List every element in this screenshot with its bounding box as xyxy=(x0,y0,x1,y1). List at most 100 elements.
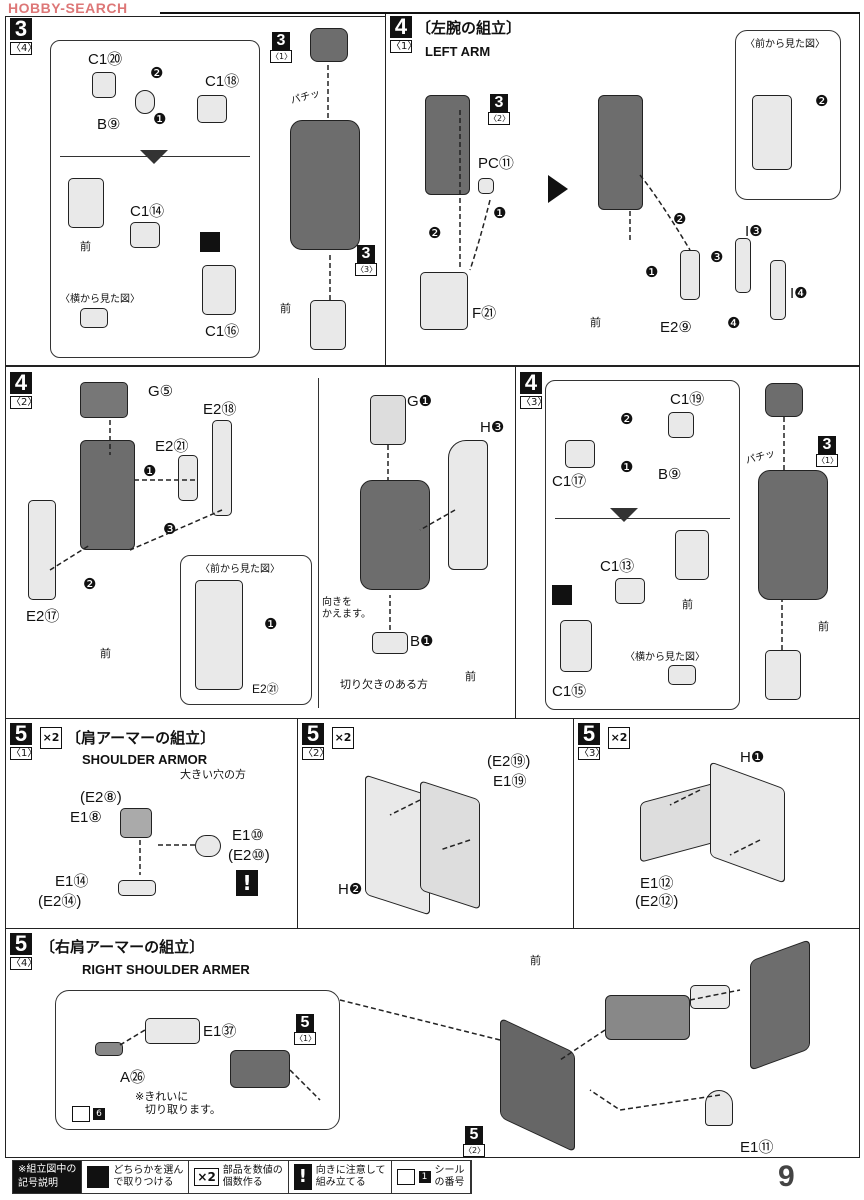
part-label: C1⑮ xyxy=(552,683,587,700)
part-label: B⑨ xyxy=(97,116,121,133)
legend-text: 部品を数値の xyxy=(222,1165,283,1176)
part-label: B⑨ xyxy=(658,466,682,483)
part-label: (E2⑲) xyxy=(487,753,531,770)
section-title-en: SHOULDER ARMOR xyxy=(82,752,208,767)
ref-step: 5 xyxy=(465,1126,483,1144)
part-e2-21 xyxy=(178,455,198,501)
x2-icon: ×2 xyxy=(194,1168,219,1186)
part-label: C1⑳ xyxy=(88,51,123,68)
sticker-number: 6 xyxy=(93,1108,105,1120)
step-number: 5 xyxy=(10,723,32,745)
part-c1-16 xyxy=(202,265,236,315)
part-label: C1⑭ xyxy=(130,203,165,220)
part-i4 xyxy=(770,260,786,320)
view-caption: 〈前から見た図〉 xyxy=(745,39,825,50)
part-label: F㉑ xyxy=(472,305,497,322)
ref-step: 5 xyxy=(296,1014,314,1032)
legend-text: どちらかを選ん xyxy=(113,1165,184,1176)
step-sub: 〈2〉 xyxy=(302,747,330,760)
choose-one-icon xyxy=(200,232,220,252)
part-label: (E2⑫) xyxy=(635,893,679,910)
part-e2-9 xyxy=(680,250,700,300)
sticker-number: 1 xyxy=(418,1171,431,1183)
part-label: C1⑯ xyxy=(205,323,240,340)
section-title: 〔右肩アーマーの組立〕 xyxy=(40,938,205,956)
step-number: 4 xyxy=(520,372,542,394)
part-c1-14 xyxy=(130,222,160,248)
front-label: 前 xyxy=(818,620,829,633)
part-head xyxy=(765,383,803,417)
part-arm xyxy=(360,480,430,590)
front-label: 前 xyxy=(530,954,541,967)
part-side-view xyxy=(668,665,696,685)
symbol-legend: ※組立図中の 記号説明 どちらかを選んで取りつける ×2 部品を数値の個数作る … xyxy=(12,1160,472,1194)
step-marker: ❷ xyxy=(428,225,442,242)
part-e1-14 xyxy=(118,880,156,896)
part-label: C1⑬ xyxy=(600,558,635,575)
legend-item-choose: どちらかを選んで取りつける xyxy=(82,1161,190,1193)
legend-text: の番号 xyxy=(434,1177,465,1188)
note-large-hole: 大きい穴の方 xyxy=(180,768,246,781)
caution-icon: ! xyxy=(236,870,258,896)
step-marker: ❶ xyxy=(264,616,278,633)
step-marker: ❷ xyxy=(150,65,164,82)
arrow-right-icon xyxy=(548,175,568,203)
part-side-view xyxy=(80,308,108,328)
part-label: E1⑧ xyxy=(70,808,102,826)
part-e2-18 xyxy=(212,420,232,516)
step-sub: 〈3〉 xyxy=(520,396,548,409)
ref-sub: 〈3〉 xyxy=(355,263,378,276)
legend-heading-line: 記号説明 xyxy=(18,1178,58,1189)
part-f21 xyxy=(420,272,468,330)
part-label: E2⑰ xyxy=(26,608,60,625)
legend-item-sticker: 1 シールの番号 xyxy=(392,1161,471,1193)
front-label: 前 xyxy=(80,240,91,253)
arrow-down-icon xyxy=(140,150,168,164)
step-number: 5 xyxy=(302,723,324,745)
part-g1 xyxy=(370,395,406,445)
part-forearm xyxy=(425,95,470,195)
view-caption: 〈横から見た図〉 xyxy=(60,294,140,305)
step-sub: 〈4〉 xyxy=(10,957,38,970)
part-c1-13 xyxy=(615,578,645,604)
legend-text: 向きに注意して xyxy=(315,1165,386,1176)
section-title-en: LEFT ARM xyxy=(425,44,491,59)
step-marker: ❶ xyxy=(493,205,507,222)
part-c1-18 xyxy=(197,95,227,123)
part-shoulder xyxy=(605,995,690,1040)
step-marker: ❹ xyxy=(727,315,741,332)
part-front-view xyxy=(195,580,243,690)
step-sub: 〈4〉 xyxy=(10,42,38,55)
ref-sub: 〈1〉 xyxy=(294,1032,317,1045)
part-label: I❸ xyxy=(745,223,763,240)
step-sub: 〈2〉 xyxy=(10,396,38,409)
choose-one-icon xyxy=(552,585,572,605)
front-label: 前 xyxy=(682,598,693,611)
legend-text: 組み立てる xyxy=(315,1177,366,1188)
part-label: C1⑰ xyxy=(552,473,587,490)
view-caption: 〈前から見た図〉 xyxy=(200,564,280,575)
part-c1-19 xyxy=(668,412,694,438)
part-label: H❷ xyxy=(338,881,363,898)
arrow-down-icon xyxy=(610,508,638,522)
part-label: E2⑨ xyxy=(660,319,692,336)
note-rotate: 向きを かえます。 xyxy=(322,597,371,620)
note-notch: 切り欠きのある方 xyxy=(340,678,428,691)
front-label: 前 xyxy=(100,647,111,660)
legend-text: シール xyxy=(434,1165,465,1176)
part-g5 xyxy=(80,382,128,418)
part-e1-10 xyxy=(195,835,221,857)
part-label: H❸ xyxy=(480,419,505,436)
top-rule xyxy=(160,12,860,14)
step-number: 4 xyxy=(10,372,32,394)
step-number: 4 xyxy=(390,16,412,38)
ref-sub: 〈2〉 xyxy=(463,1144,486,1157)
note-cut: ※きれいに xyxy=(135,1090,189,1103)
ref-sub: 〈1〉 xyxy=(816,454,839,467)
note-cut: 切り取ります。 xyxy=(145,1103,221,1116)
front-label: 前 xyxy=(590,316,601,329)
part-label: E1⑩ xyxy=(232,827,264,844)
part-c1-17 xyxy=(565,440,595,468)
step-number: 3 xyxy=(10,18,32,40)
part-label: (E2⑩) xyxy=(228,847,270,864)
